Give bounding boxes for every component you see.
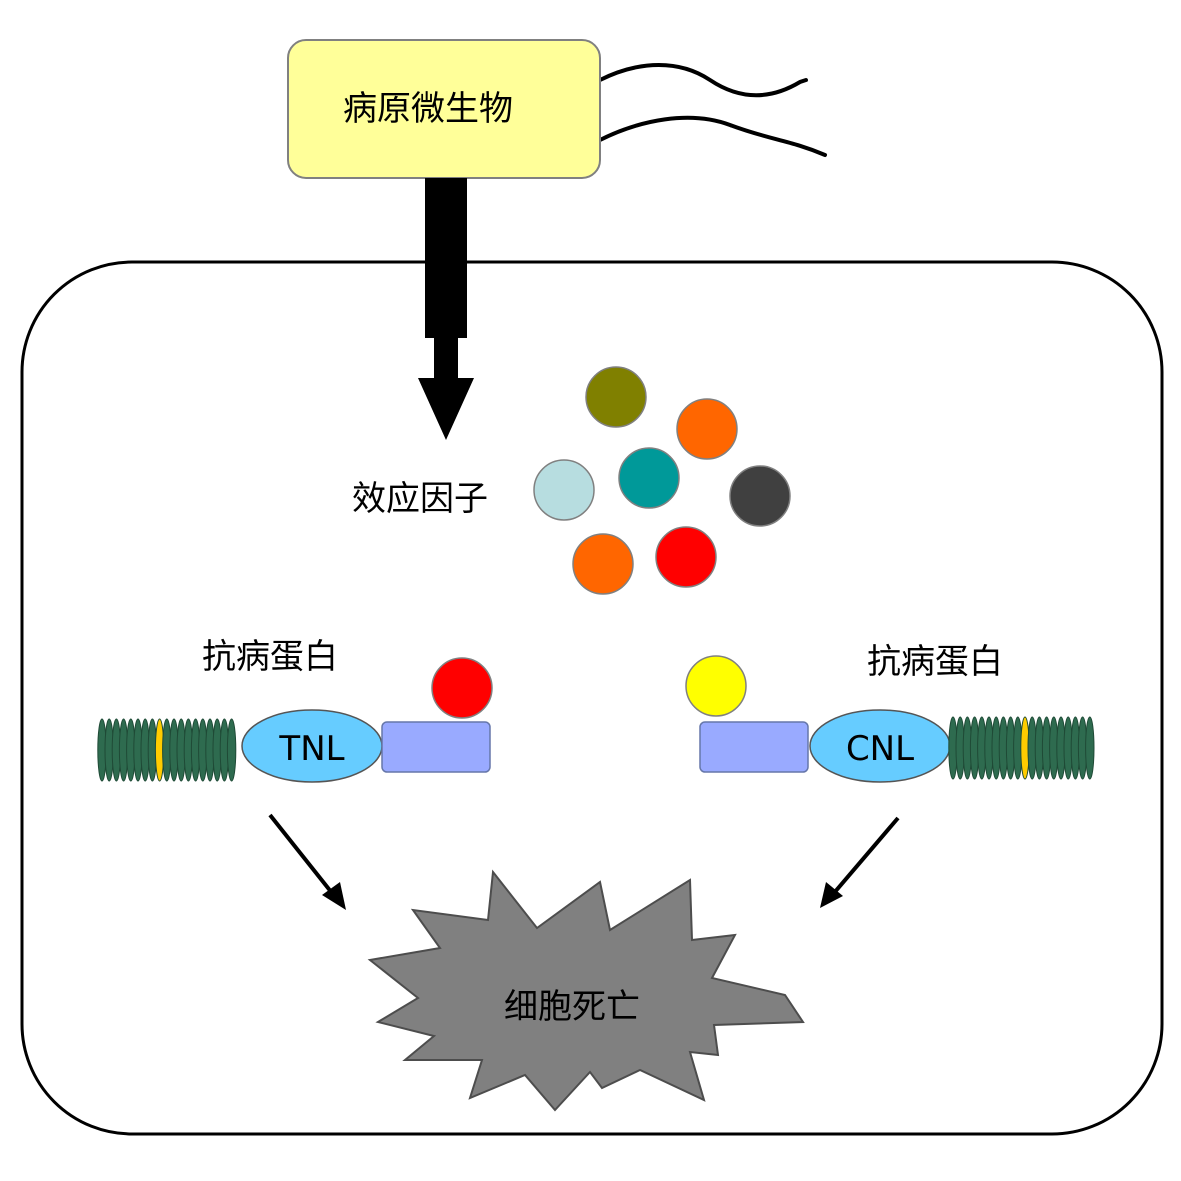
- right-receptor-block: [699, 721, 809, 773]
- left-protein-label: 抗病蛋白: [202, 637, 338, 677]
- cnl-label: CNL: [846, 729, 914, 769]
- effector-dot: [533, 459, 595, 521]
- pathogen-label: 病原微生物: [343, 89, 513, 129]
- pathogen-flagella: [598, 63, 827, 157]
- effector-dot: [572, 533, 634, 595]
- cell-death-label: 细胞死亡: [504, 987, 640, 1027]
- effector-dot: [729, 465, 791, 527]
- right-protein-label: 抗病蛋白: [867, 642, 1003, 682]
- left-signal-arrow: [268, 813, 346, 910]
- right-lrr-domain: [948, 716, 1095, 780]
- secretion-arrow: [418, 178, 474, 440]
- effector-dot: [655, 526, 717, 588]
- cell-boundary: [20, 260, 1164, 1136]
- tnl-label: TNL: [278, 729, 344, 769]
- right-signal-arrow: [820, 816, 900, 908]
- left-receptor-block: [381, 721, 491, 773]
- effector-dot: [618, 447, 680, 509]
- left-lrr-domain: [97, 718, 237, 782]
- effectors-label: 效应因子: [352, 479, 488, 519]
- effector-dot: [676, 398, 738, 460]
- left-bound-effector: [431, 657, 493, 719]
- coil-segment: [1085, 716, 1095, 780]
- cell-death-burst: [367, 869, 805, 1112]
- right-bound-effector: [685, 655, 747, 717]
- effector-cluster: [533, 366, 791, 595]
- coil-segment: [226, 718, 237, 782]
- effector-dot: [585, 366, 647, 428]
